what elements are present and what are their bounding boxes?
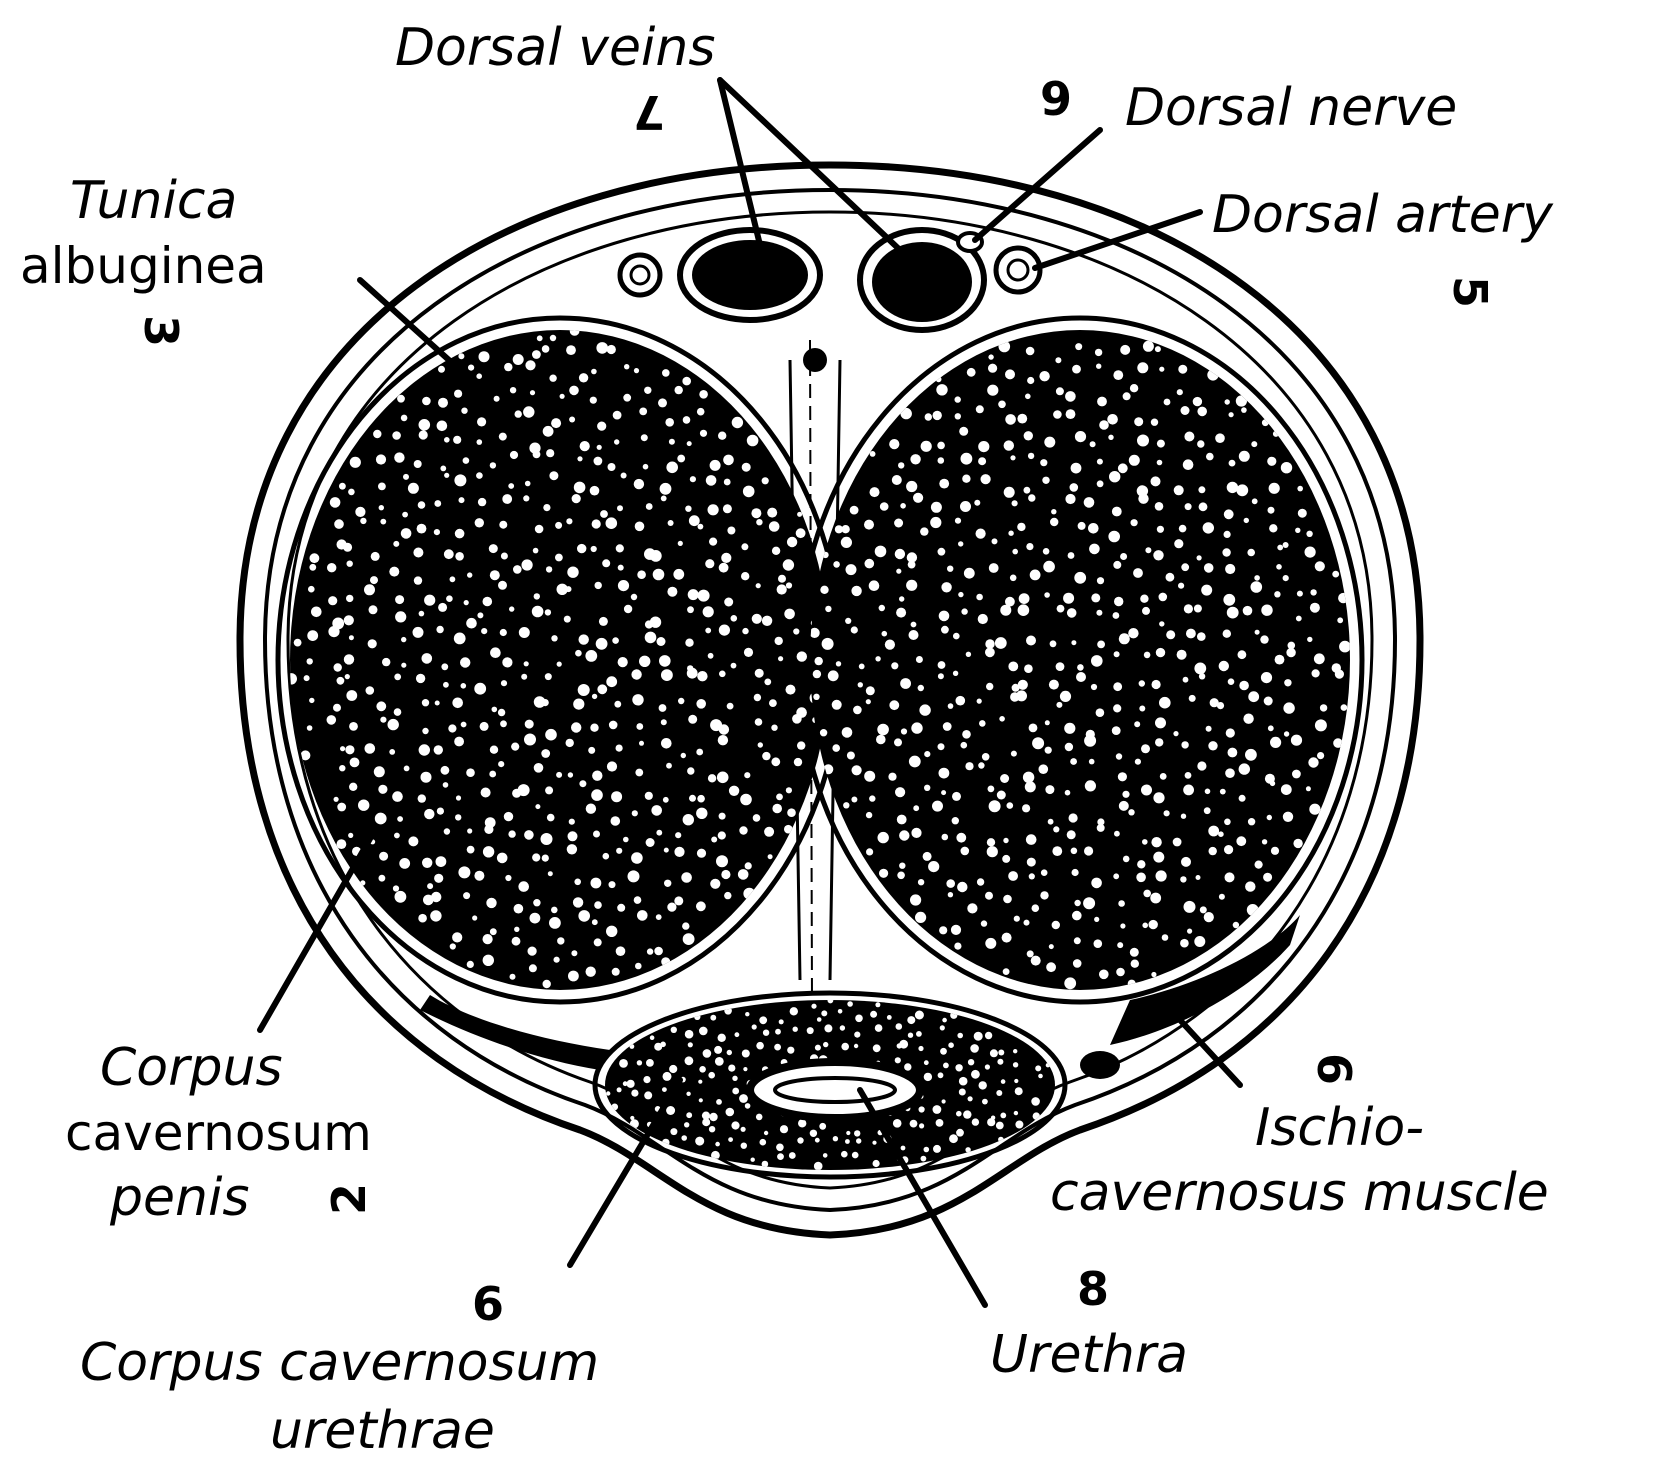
dorsal-vein-left [680,230,820,320]
numeral-dorsal-nerve: 9 [1040,72,1072,126]
numeral-dorsal-artery: 5 [1443,276,1497,308]
label-cc-urethrae-line2: urethrae [270,1401,495,1461]
numeral-dorsal-veins: 7 [633,85,665,139]
numeral-urethra: 8 [1077,1262,1109,1316]
label-urethra: Urethra [990,1325,1188,1385]
numeral-cc-penis: 2 [322,1183,376,1215]
label-cc-penis-line3: penis [109,1168,250,1228]
numeral-cc-urethrae: 6 [472,1277,504,1331]
label-dorsal-nerve: Dorsal nerve [1125,78,1457,138]
numeral-tunica: 3 [134,315,188,347]
label-ischio-line2: cavernosus muscle [1050,1163,1549,1223]
corpus-cavernosum-right [810,330,1350,990]
label-cc-penis-line2: cavernosum [65,1104,372,1162]
label-cc-penis-line1: Corpus [100,1038,283,1098]
label-cc-urethrae-line1: Corpus cavernosum [80,1333,599,1393]
urethra-lumen [750,1062,920,1118]
label-dorsal-veins: Dorsal veins [395,18,715,78]
label-tunica-line1: Tunica [70,171,237,231]
numeral-ischio: 6 [1307,1053,1361,1085]
label-tunica-line2: albuginea [20,237,267,295]
dorsal-artery-left [620,255,660,295]
label-dorsal-artery: Dorsal artery [1212,185,1554,245]
label-ischio-line1: Ischio- [1255,1098,1424,1158]
